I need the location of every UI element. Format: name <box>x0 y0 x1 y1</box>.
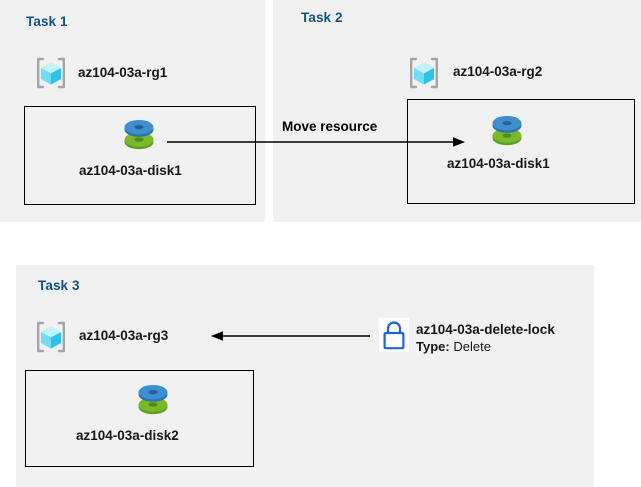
resource-group-label: az104-03a-rg1 <box>78 65 168 80</box>
resource-group-icon <box>407 56 441 90</box>
resource-group-icon <box>34 320 68 354</box>
task-2-resource-box <box>407 99 635 204</box>
disk-icon <box>135 380 171 420</box>
task-2-title: Task 2 <box>301 10 343 25</box>
task-3-panel: Task 3 az104-03a-rg3 az104-0 <box>16 265 594 487</box>
resource-group-icon <box>34 56 68 90</box>
task-2-panel: Task 2 az104-03a-rg2 az104-0 <box>273 0 641 222</box>
lock-label: az104-03a-delete-lock <box>416 322 555 337</box>
disk-label: az104-03a-disk2 <box>76 428 179 443</box>
resource-group-label: az104-03a-rg3 <box>79 328 169 343</box>
disk-label: az104-03a-disk1 <box>447 156 550 171</box>
move-resource-label: Move resource <box>282 119 378 134</box>
move-resource-arrow <box>167 133 467 151</box>
disk-icon <box>489 111 525 151</box>
task-1-title: Task 1 <box>26 14 68 29</box>
lock-type-value: Delete <box>453 339 491 354</box>
resource-group-label: az104-03a-rg2 <box>453 64 543 79</box>
lock-type-key: Type: <box>416 339 450 354</box>
task-1-panel: Task 1 az104-03a-rg1 az104-0 <box>0 0 265 222</box>
lock-icon <box>379 318 409 352</box>
lock-type-row: Type: Delete <box>416 339 491 354</box>
lock-applies-to-arrow <box>210 327 370 345</box>
disk-label: az104-03a-disk1 <box>79 163 182 178</box>
task-1-resource-box <box>24 106 256 205</box>
task-3-resource-box <box>25 370 254 467</box>
disk-icon <box>121 115 157 155</box>
task-3-title: Task 3 <box>38 278 80 293</box>
